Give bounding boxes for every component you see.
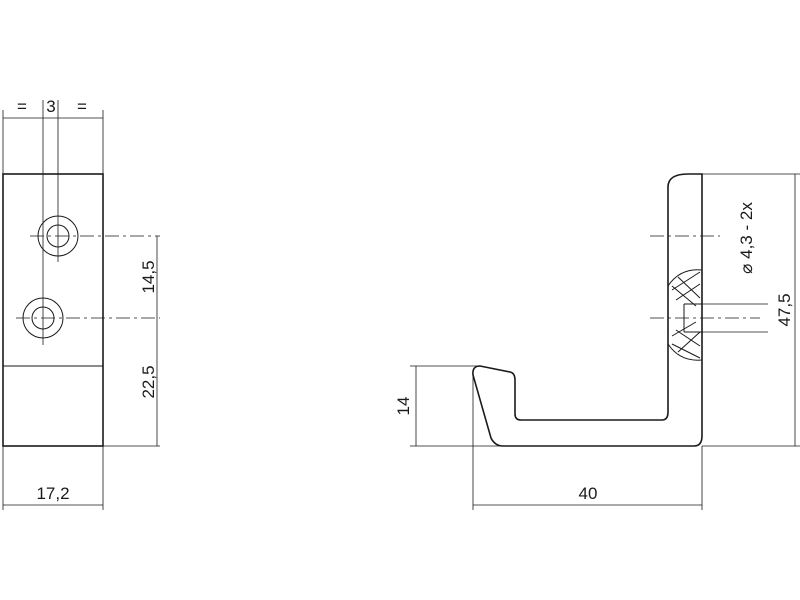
label-equal-left: =	[17, 97, 27, 116]
countersink-section	[667, 269, 703, 361]
plate-outline	[2, 173, 104, 447]
label-total-height: 47,5	[775, 293, 794, 326]
hook-profile	[472, 173, 703, 447]
label-hole-spacing: 14,5	[139, 260, 158, 293]
label-hole-spec: ⌀ 4,3 - 2x	[737, 202, 756, 274]
label-equal-right: =	[77, 97, 87, 116]
label-width: 17,2	[36, 484, 69, 503]
front-view	[2, 100, 160, 510]
label-hook-height: 14	[394, 397, 413, 416]
side-view	[410, 173, 800, 510]
label-bottom-offset: 22,5	[139, 365, 158, 398]
label-spacing-top: 3	[46, 97, 55, 116]
label-hook-depth: 40	[579, 484, 598, 503]
